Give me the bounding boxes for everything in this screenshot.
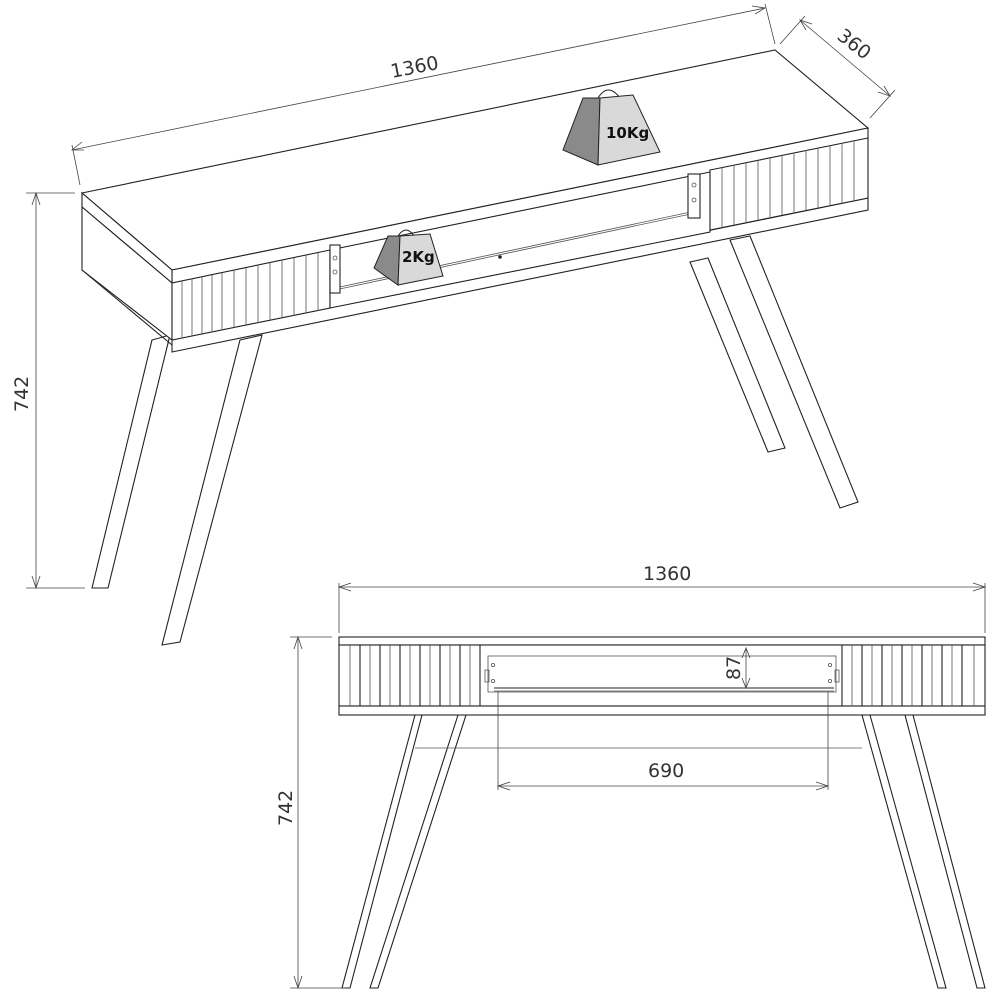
front-height-dimension: 742 xyxy=(275,635,345,990)
front-view-legs xyxy=(341,714,986,989)
weight-10kg-label: 10Kg xyxy=(606,124,649,142)
back-legs xyxy=(689,235,859,509)
right-slat-panel xyxy=(709,137,869,231)
weight-10kg: 10Kg xyxy=(562,89,661,166)
front-drawer-width-label: 690 xyxy=(648,760,684,782)
front-drawer-height-label: 87 xyxy=(723,656,745,680)
isometric-view: 10Kg 2Kg 1360 360 xyxy=(11,3,896,646)
front-height-label: 742 xyxy=(275,790,297,826)
front-right-slats xyxy=(841,645,975,706)
iso-height-dimension: 742 xyxy=(11,191,85,590)
iso-depth-label: 360 xyxy=(833,25,875,65)
front-width-label: 1360 xyxy=(643,563,691,585)
front-left-slats xyxy=(349,645,481,706)
front-bottom-rail xyxy=(338,705,986,716)
weight-2kg: 2Kg xyxy=(373,229,444,286)
front-drawer xyxy=(484,655,840,693)
front-view: 1360 87 690 742 xyxy=(275,563,987,990)
iso-width-label: 1360 xyxy=(389,52,441,83)
front-top-board xyxy=(338,636,986,646)
front-drawer-height-dimension: 87 xyxy=(723,646,751,690)
front-width-dimension: 1360 xyxy=(337,563,987,633)
front-legs xyxy=(91,334,263,646)
weight-2kg-label: 2Kg xyxy=(402,248,435,266)
front-drawer-width-dimension: 690 xyxy=(415,692,862,791)
iso-height-label: 742 xyxy=(11,376,33,412)
